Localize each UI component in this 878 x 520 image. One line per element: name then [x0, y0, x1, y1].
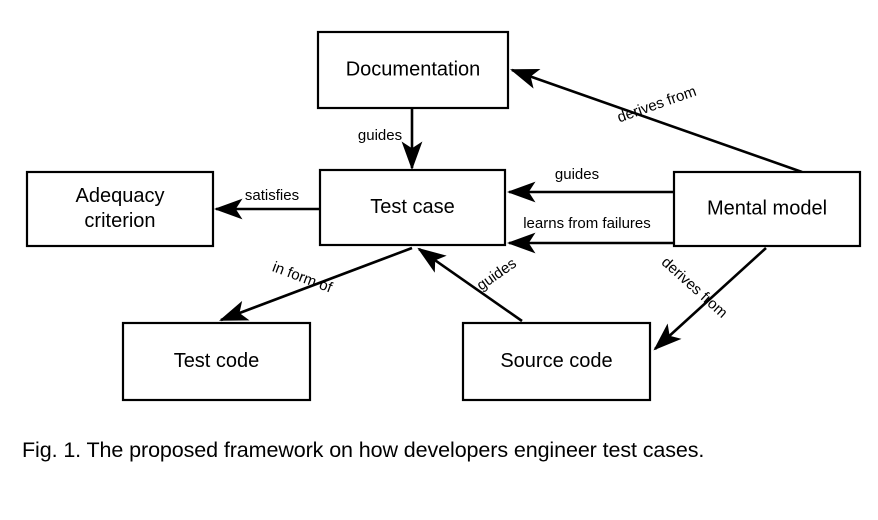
edge-label-mental-model-to-source-code: derives from — [658, 254, 731, 322]
node-label-mental-model: Mental model — [707, 197, 827, 219]
node-adequacy-criterion[interactable]: Adequacy criterion — [25, 170, 215, 248]
node-mental-model[interactable]: Mental model — [672, 170, 862, 248]
node-box-adequacy-criterion — [25, 170, 215, 248]
node-box-test-case — [318, 168, 507, 247]
node-label-adequacy-criterion: Adequacy — [76, 185, 165, 207]
node-test-case[interactable]: Test case — [318, 168, 507, 247]
node-box-documentation — [316, 30, 510, 110]
node-label-test-case: Test case — [370, 196, 454, 218]
node-source-code[interactable]: Source code — [461, 321, 652, 402]
node-box-test-code — [121, 321, 312, 402]
edge-label-documentation-to-test-case: guides — [358, 127, 402, 144]
node-box-mental-model — [672, 170, 862, 248]
node-label-source-code: Source code — [500, 350, 612, 372]
edges-layer — [213, 68, 803, 351]
edge-mental-model-to-source-code — [653, 247, 767, 351]
edge-label-test-case-to-adequacy-criterion: satisfies — [245, 187, 299, 204]
node-box-source-code — [461, 321, 652, 402]
node-label-adequacy-criterion: criterion — [84, 210, 155, 232]
edge-label-mental-model-to-test-case-guides: guides — [555, 166, 599, 183]
edge-source-code-to-test-case — [417, 247, 523, 323]
node-label-documentation: Documentation — [346, 58, 481, 80]
node-label-test-code: Test code — [174, 350, 260, 372]
figure-caption: Fig. 1. The proposed framework on how de… — [22, 438, 705, 462]
edge-test-case-to-test-code — [219, 246, 413, 322]
node-documentation[interactable]: Documentation — [316, 30, 510, 110]
edge-label-source-code-to-test-case: guides — [474, 255, 520, 294]
edge-label-test-case-to-test-code: in form of — [270, 259, 335, 297]
node-test-code[interactable]: Test code — [121, 321, 312, 402]
edge-mental-model-to-documentation — [510, 68, 803, 174]
edge-label-mental-model-to-test-case-learns: learns from failures — [523, 215, 651, 232]
